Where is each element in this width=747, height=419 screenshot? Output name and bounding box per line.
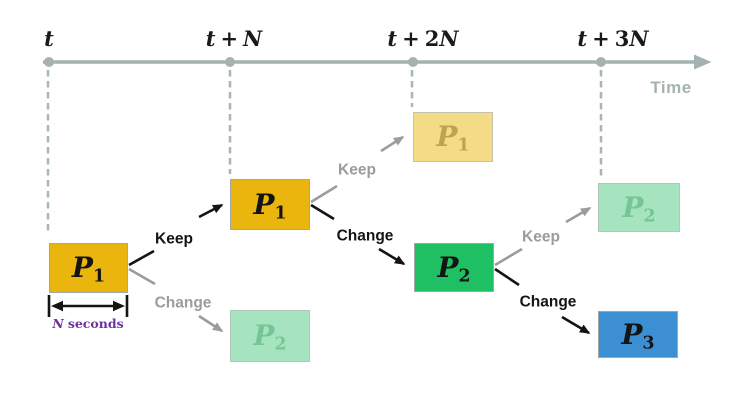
fork3-change-arrow	[561, 315, 591, 335]
decision2-change-label: Change	[336, 227, 394, 245]
fork2-keep-arrow	[380, 135, 405, 153]
process-box-label: P2	[253, 319, 287, 355]
fork1-keep-stroke	[128, 249, 155, 267]
process-box-label: P2	[437, 250, 471, 286]
fork1-keep-arrow	[198, 203, 224, 219]
tick-dot-t-plus-2n	[408, 57, 418, 67]
process-box-p2-faded-at-t-plus-3n: P2	[598, 183, 680, 232]
time-axis-arrowhead-icon	[694, 54, 712, 70]
fork2-keep-stroke	[310, 184, 338, 204]
process-box-label: P1	[253, 187, 287, 223]
fork2-change-arrow	[378, 247, 406, 266]
process-box-label: P1	[71, 251, 106, 287]
measure-right-arrowhead-icon	[113, 300, 125, 312]
process-box-label: P3	[621, 317, 655, 353]
tick-label-t-plus-2n: t+2N	[387, 26, 459, 51]
fork3-keep-arrow	[565, 206, 592, 224]
tick-label-t-plus-3n: t+3N	[577, 26, 649, 51]
decision1-change-label: Change	[154, 294, 212, 312]
fork3-keep-stroke	[494, 247, 523, 267]
tick-dot-t	[44, 57, 54, 67]
decision2-keep-label: Keep	[338, 161, 376, 179]
process-box-p1-faded-at-t-plus-2n: P1	[413, 112, 493, 162]
process-box-p1-at-t-plus-n: P1	[230, 179, 310, 230]
process-box-p1-at-t: P1	[49, 243, 128, 293]
fork3-change-stroke	[494, 267, 520, 287]
axis-caption-time: Time	[650, 78, 692, 97]
decision3-change-label: Change	[519, 293, 577, 311]
tick-dot-t-plus-n	[225, 57, 235, 67]
fork1-change-arrow	[198, 314, 224, 333]
tick-dot-t-plus-3n	[596, 57, 606, 67]
process-box-label: P2	[622, 190, 656, 226]
process-box-p3-at-t-plus-3n: P3	[598, 311, 678, 358]
process-box-p2-at-t-plus-2n: P2	[414, 243, 494, 292]
tick-label-t-plus-n: t+N	[205, 26, 263, 51]
tick-label-t: t	[44, 26, 54, 51]
decision3-keep-label: Keep	[522, 228, 560, 246]
fork2-change-stroke	[310, 203, 335, 221]
process-box-p2-faded-at-t-plus-n: P2	[230, 310, 310, 362]
process-box-label: P1	[436, 120, 470, 156]
measure-left-arrowhead-icon	[51, 300, 63, 312]
decision1-keep-label: Keep	[155, 230, 193, 248]
fork1-change-stroke	[128, 267, 156, 286]
